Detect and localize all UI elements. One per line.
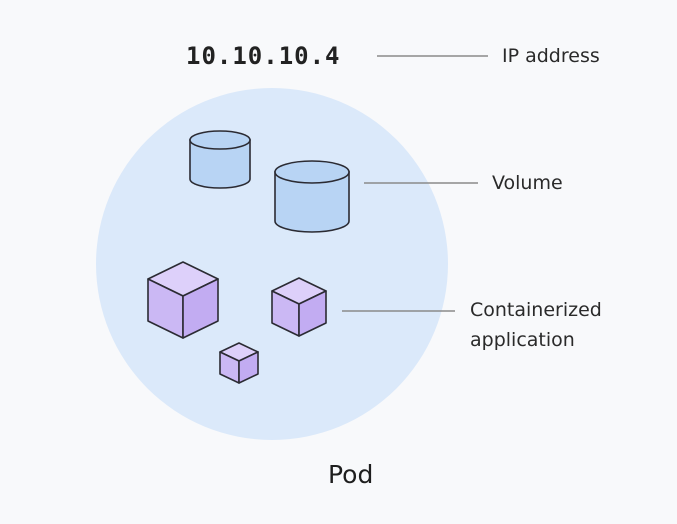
pod-circle: [96, 88, 448, 440]
pod-label: Pod: [328, 460, 374, 489]
container-cube-medium: [271, 277, 327, 337]
containerized-application-label-line-2: application: [470, 329, 575, 351]
volume-label: Volume: [492, 172, 563, 194]
ip-address-value: 10.10.10.4: [186, 42, 341, 70]
containerized-application-label-line-1: Containerized: [470, 299, 602, 321]
ip-address-label: IP address: [502, 45, 600, 67]
container-cube-large: [147, 261, 219, 339]
volume-cylinder-large: [274, 160, 350, 233]
container-cube-small: [219, 342, 259, 384]
volume-cylinder-small: [189, 130, 251, 189]
containerized-application-label: Containerized application: [470, 295, 602, 355]
